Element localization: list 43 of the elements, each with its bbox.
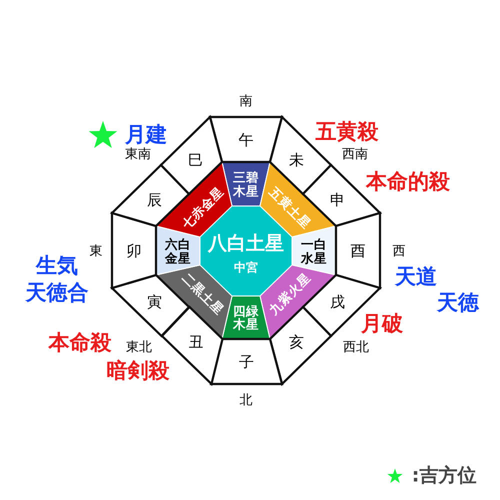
unlucky-direction-label: 五黄殺 (316, 120, 378, 144)
star-label: 九紫火星 (266, 270, 313, 317)
star-label: 五黄土星 (266, 184, 313, 231)
unlucky-direction-label: 月破 (361, 312, 403, 336)
compass-direction-label: 北 (240, 394, 252, 408)
unlucky-direction-label: 暗剣殺 (106, 359, 170, 383)
lucky-direction-label: 天徳合 (26, 281, 88, 305)
compass-direction-label: 西 (392, 244, 406, 260)
unlucky-direction-label: 本命殺 (48, 331, 112, 355)
lucky-direction-label: 月建 (125, 123, 167, 147)
branch-label: 亥 (289, 333, 304, 350)
lucky-direction-label: 天徳 (437, 291, 479, 315)
compass-direction-label: 東南 (125, 148, 151, 162)
branch-label: 寅 (147, 293, 162, 310)
branch-label: 卯 (126, 242, 142, 259)
branch-sector (334, 211, 382, 290)
branch-label: 戌 (330, 293, 345, 310)
star-label: 四緑木星 (232, 304, 260, 332)
compass-direction-label: 東 (90, 244, 102, 260)
branch-label: 未 (289, 151, 304, 168)
compass-direction-label: 南 (240, 94, 252, 110)
unlucky-direction-label: 本命的殺 (366, 170, 450, 194)
compass-direction-label: 西北 (343, 340, 369, 356)
compass-direction-label: 西南 (342, 148, 368, 162)
branch-label: 丑 (188, 333, 204, 350)
branch-label: 巳 (188, 151, 203, 168)
star-label: 七赤金星 (179, 184, 226, 231)
center-star-label: 八白土星 (208, 234, 284, 254)
star-label: 二黒土星 (179, 270, 226, 317)
branch-label: 午 (238, 131, 254, 148)
center-palace-label: 中宮 (234, 261, 258, 275)
lucky-direction-label: 天道 (395, 265, 437, 289)
branch-label: 辰 (147, 191, 162, 208)
branch-label: 申 (330, 191, 345, 208)
star-label: 六白金星 (164, 237, 192, 264)
branch-label: 酉 (350, 242, 366, 259)
star-label: 三碧木星 (232, 170, 260, 198)
legend-text: :吉方位 (412, 466, 476, 486)
compass-direction-label: 東北 (126, 340, 152, 356)
branch-label: 子 (238, 353, 254, 370)
lucky-direction-label: 生気 (36, 254, 78, 278)
star-label: 一白水星 (300, 237, 328, 264)
branch-sector (110, 211, 158, 290)
